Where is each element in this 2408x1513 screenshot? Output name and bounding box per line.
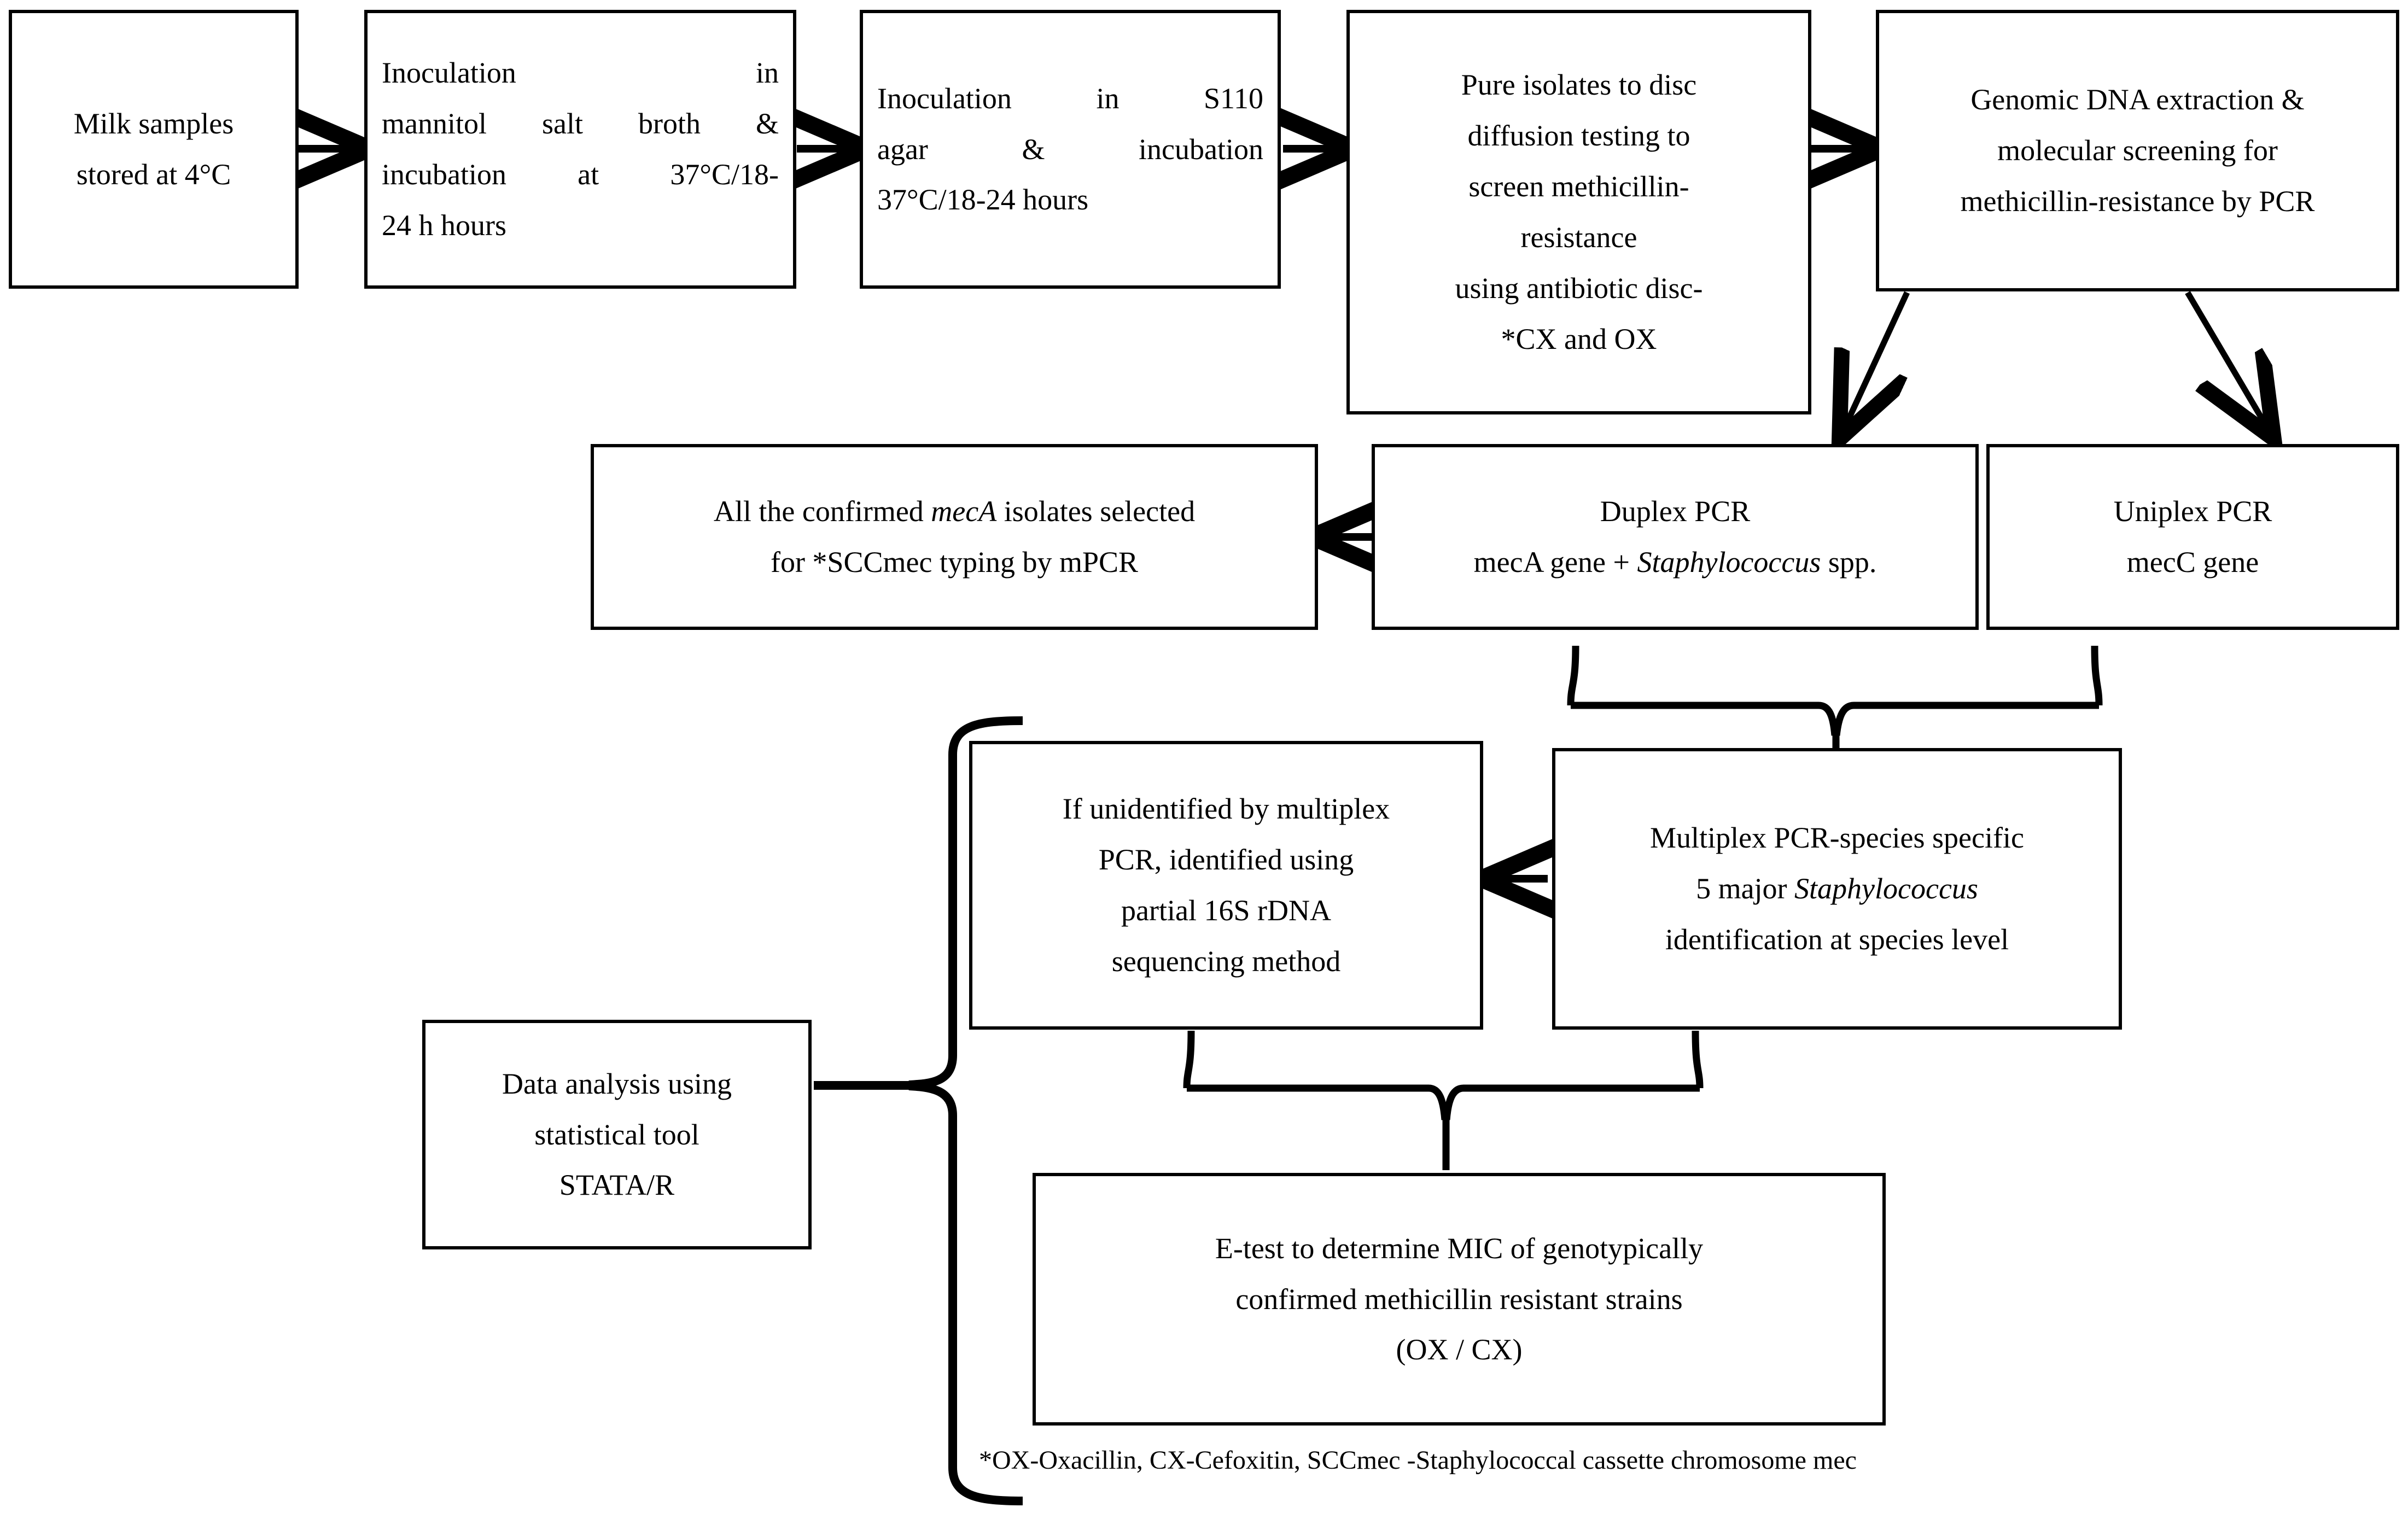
node-etest[interactable]: E-test to determine MIC of genotypically… (1033, 1173, 1886, 1426)
milk-samples-line-2: stored at 4°C (76, 158, 231, 191)
genomic-dna-line-1: Genomic DNA extraction & (1970, 83, 2305, 116)
genomic-dna-line-3: methicillin-resistance by PCR (1960, 184, 2315, 218)
milk-samples-line-1: Milk samples (73, 107, 234, 141)
sccmec-typing-line-1-part-b: isolates selected (996, 495, 1196, 528)
s110-agar-line-1: Inoculation in S110 (877, 81, 1263, 115)
node-milk-samples[interactable]: Milk samples stored at 4°C (9, 10, 299, 289)
arrow-genomic-to-duplex (1842, 291, 1910, 434)
disc-diffusion-line-2: diffusion testing to (1467, 119, 1690, 153)
node-mannitol-broth[interactable]: Inoculation in mannitol salt broth & inc… (364, 10, 796, 289)
sixteen-s-line-1: If unidentified by multiplex (1062, 792, 1390, 826)
duplex-pcr-line-2: mecA gene + Staphylococcus spp. (1375, 537, 1975, 588)
multiplex-pcr-line-2: 5 major Staphylococcus (1555, 863, 2119, 914)
data-analysis-line-1: Data analysis using (502, 1067, 732, 1100)
disc-diffusion-line-6: *CX and OX (1501, 322, 1657, 355)
footnote-abbreviations: *OX-Oxacillin, CX-Cefoxitin, SCCmec -Sta… (979, 1446, 1857, 1475)
uniplex-pcr-line-1: Uniplex PCR (2113, 495, 2272, 528)
sccmec-typing-gene-name: mecA (931, 495, 997, 528)
mannitol-broth-line-1: Inoculation in (382, 56, 779, 90)
mannitol-broth-line-2: mannitol salt broth & (382, 107, 779, 141)
node-sccmec-typing[interactable]: All the confirmed mecA isolates selected… (591, 444, 1318, 630)
etest-line-1: E-test to determine MIC of genotypically (1215, 1231, 1704, 1265)
sccmec-typing-line-2: for *SCCmec typing by mPCR (770, 546, 1139, 579)
node-data-analysis[interactable]: Data analysis using statistical tool STA… (422, 1020, 812, 1249)
sixteen-s-line-2: PCR, identified using (1098, 843, 1354, 877)
node-16s-sequencing[interactable]: If unidentified by multiplex PCR, identi… (969, 741, 1483, 1030)
s110-agar-line-3: 37°C/18-24 hours (877, 183, 1089, 217)
mannitol-broth-line-4: 24 h hours (382, 208, 506, 242)
node-disc-diffusion[interactable]: Pure isolates to disc diffusion testing … (1346, 10, 1811, 414)
uniplex-pcr-line-2: mecC gene (2126, 546, 2259, 579)
multiplex-pcr-line-2-part-a: 5 major (1696, 872, 1795, 906)
sixteen-s-line-3: partial 16S rDNA (1121, 894, 1331, 927)
disc-diffusion-line-1: Pure isolates to disc (1461, 68, 1697, 102)
genomic-dna-line-2: molecular screening for (1997, 134, 2278, 167)
multiplex-pcr-genus-name: Staphylococcus (1794, 872, 1978, 906)
data-analysis-line-3: STATA/R (559, 1169, 675, 1202)
node-duplex-pcr[interactable]: Duplex PCR mecA gene + Staphylococcus sp… (1372, 444, 1979, 630)
etest-line-2: confirmed methicillin resistant strains (1235, 1282, 1683, 1316)
duplex-pcr-line-1: Duplex PCR (1600, 495, 1751, 528)
node-s110-agar[interactable]: Inoculation in S110 agar & incubation 37… (860, 10, 1281, 289)
brace-16s-multiplex-to-etest (1183, 1030, 1704, 1170)
node-uniplex-pcr[interactable]: Uniplex PCR mecC gene (1986, 444, 2399, 630)
disc-diffusion-line-5: using antibiotic disc- (1455, 271, 1703, 305)
sccmec-typing-line-1: All the confirmed mecA isolates selected (594, 486, 1315, 537)
sccmec-typing-line-1-part-a: All the confirmed (713, 495, 931, 528)
duplex-pcr-genus-name: Staphylococcus (1637, 546, 1821, 579)
arrow-genomic-to-uniplex (2185, 291, 2271, 434)
duplex-pcr-line-2-part-a: mecA gene + (1473, 546, 1637, 579)
disc-diffusion-line-3: screen methicillin- (1468, 170, 1689, 203)
node-genomic-dna[interactable]: Genomic DNA extraction & molecular scree… (1876, 10, 2399, 291)
s110-agar-line-2: agar & incubation (877, 132, 1263, 166)
data-analysis-line-2: statistical tool (534, 1118, 699, 1151)
sixteen-s-line-4: sequencing method (1111, 944, 1341, 978)
multiplex-pcr-line-1: Multiplex PCR-species specific (1650, 821, 2024, 855)
node-multiplex-pcr[interactable]: Multiplex PCR-species specific 5 major S… (1552, 748, 2122, 1030)
mannitol-broth-line-3: incubation at 37°C/18- (382, 158, 779, 191)
etest-line-3: (OX / CX) (1396, 1333, 1523, 1366)
disc-diffusion-line-4: resistance (1520, 221, 1637, 254)
multiplex-pcr-line-3: identification at species level (1665, 922, 2009, 956)
duplex-pcr-line-2-part-b: spp. (1821, 546, 1877, 579)
